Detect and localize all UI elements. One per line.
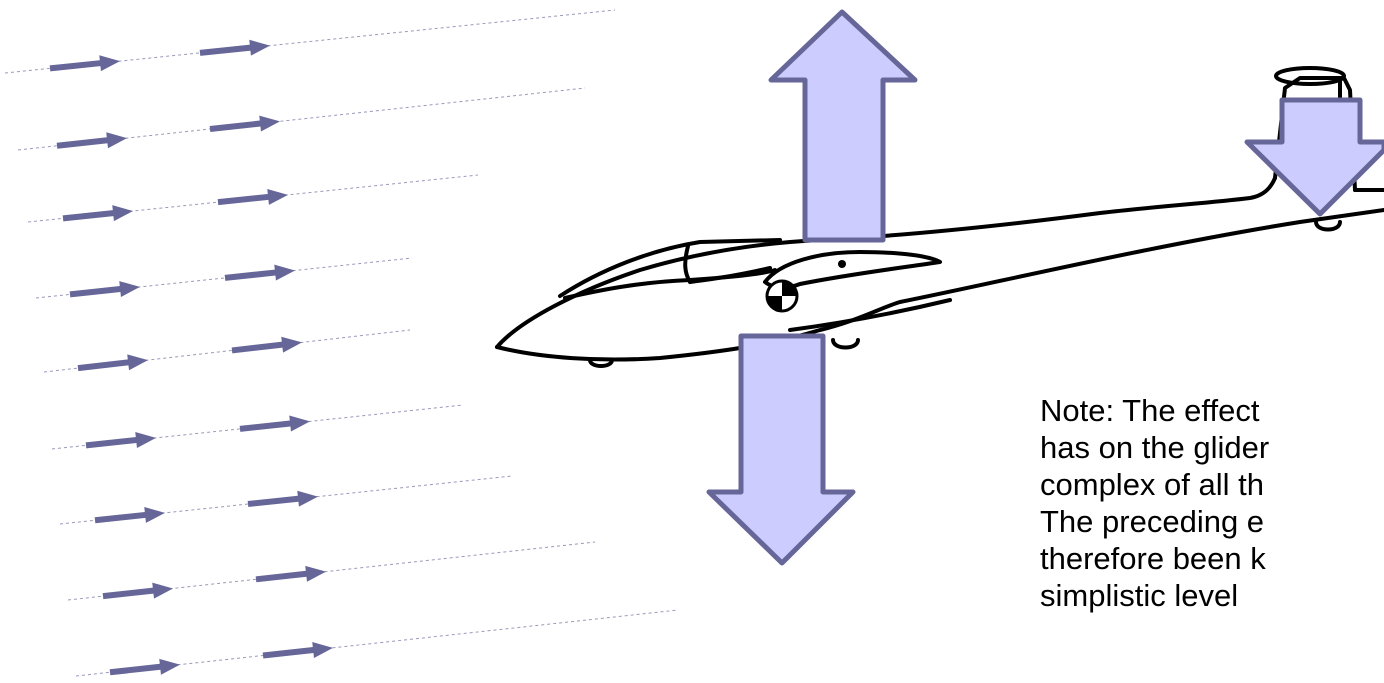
lift-arrow <box>768 9 918 243</box>
airflow-arrow-head <box>259 115 280 132</box>
note-line-6: simplistic level <box>1040 578 1239 613</box>
airflow-line <box>17 87 586 151</box>
glider-fuselage-top <box>495 176 1277 349</box>
airflow-arrow-head <box>106 132 127 149</box>
airflow-arrow <box>209 119 267 132</box>
note-line-4: The preceding e <box>1040 504 1265 539</box>
airflow-arrow <box>49 59 107 72</box>
airflow-streamlines <box>4 9 679 677</box>
glider-wing <box>763 250 942 290</box>
note-line-5: therefore been k <box>1040 541 1266 576</box>
cg-symbol-icon <box>765 279 799 313</box>
airflow-arrow-head <box>249 39 270 56</box>
airflow-arrow <box>247 495 305 508</box>
airflow-arrow <box>69 285 127 298</box>
glider-wing-dot <box>838 260 846 268</box>
airflow-arrow <box>109 663 167 676</box>
weight-arrow <box>706 333 856 566</box>
glider-canopy-frame-2 <box>688 266 772 284</box>
glider-stabilizer <box>1274 66 1346 86</box>
airflow-arrow-head <box>281 336 302 353</box>
tail-down-arrow <box>1244 97 1384 217</box>
airflow-arrow-head <box>99 55 120 72</box>
airflow-arrow <box>94 511 152 524</box>
glider-canopy <box>558 238 782 298</box>
airflow-arrow-head <box>312 642 333 658</box>
airflow-arrow <box>224 268 282 281</box>
note-line-2: has on the glider <box>1040 430 1270 465</box>
note-line-3: complex of all th <box>1040 467 1264 502</box>
airflow-line <box>67 541 596 601</box>
airflow-arrow-head <box>112 205 133 222</box>
airflow-arrow-head <box>289 415 310 432</box>
airflow-arrow-head <box>297 490 318 507</box>
airflow-arrow-head <box>144 507 165 523</box>
airflow-arrow <box>231 341 289 354</box>
airflow-arrow-head <box>267 188 288 205</box>
airflow-arrow <box>199 44 257 56</box>
airflow-arrow-head <box>135 432 156 448</box>
airflow-arrow-head <box>152 582 173 599</box>
airflow-arrow-head <box>274 264 295 281</box>
airflow-arrow-head <box>119 281 140 298</box>
note-text: Note: The effect has on the glider compl… <box>1040 392 1384 614</box>
airflow-arrow <box>85 436 143 449</box>
airflow-arrow <box>77 358 135 372</box>
glider <box>495 66 1384 368</box>
glider-main-wheel <box>831 338 860 350</box>
airflow-arrow <box>217 193 275 206</box>
airflow-arrow <box>239 419 297 432</box>
note-line-1: Note: The effect <box>1040 393 1260 428</box>
airflow-arrow-head <box>159 658 180 675</box>
airflow-arrow <box>102 586 160 600</box>
glider-rear-line <box>788 298 952 332</box>
glider-tail-wheel <box>1314 220 1342 232</box>
glider-nose-wheel <box>588 358 614 368</box>
glider-canopy-frame-1 <box>683 244 692 284</box>
airflow-arrow-head <box>127 354 148 371</box>
airflow-line <box>59 475 513 525</box>
airflow-arrow <box>255 570 313 583</box>
airflow-arrow <box>262 646 320 659</box>
airflow-line <box>75 609 679 677</box>
airflow-arrow <box>56 136 114 149</box>
airflow-arrow <box>62 209 120 222</box>
airflow-arrow-head <box>305 565 326 582</box>
